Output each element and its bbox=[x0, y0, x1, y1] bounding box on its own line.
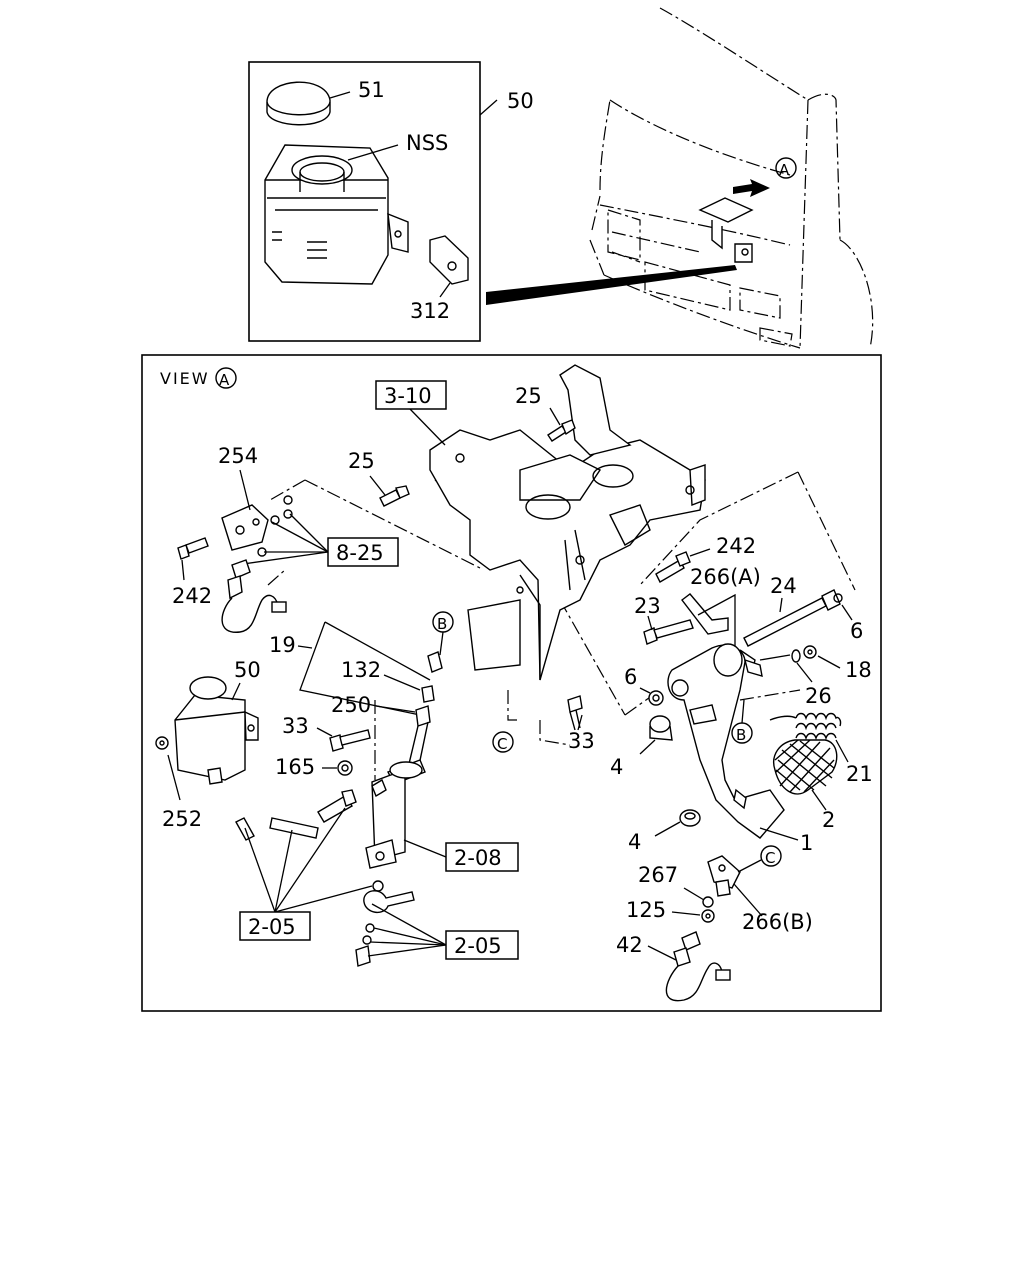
truck-view-marker: A bbox=[779, 161, 790, 179]
reservoir-cap bbox=[266, 81, 331, 126]
bolt-25-top bbox=[547, 419, 576, 442]
ref-2-08: 2-08 bbox=[454, 846, 502, 870]
marker-b-top: B bbox=[437, 615, 447, 633]
label-26: 26 bbox=[805, 684, 832, 708]
marker-c-left: C bbox=[497, 735, 507, 753]
label-42: 42 bbox=[616, 933, 643, 957]
label-312: 312 bbox=[410, 299, 450, 323]
reservoir-body bbox=[264, 144, 409, 285]
label-242-top: 242 bbox=[716, 534, 756, 558]
bolt-242-left bbox=[177, 537, 209, 560]
ref-2-05-left: 2-05 bbox=[248, 915, 296, 939]
hose-assembly bbox=[235, 789, 357, 841]
view-marker: A bbox=[219, 371, 230, 389]
circle-b-top: B bbox=[432, 611, 454, 656]
label-33-mid: 33 bbox=[568, 729, 595, 753]
ref-box-2-08: 2-08 bbox=[403, 839, 519, 872]
washer-267 bbox=[702, 896, 714, 908]
label-266b: 266(B) bbox=[742, 910, 813, 934]
ref-8-25: 8-25 bbox=[336, 541, 384, 565]
label-2: 2 bbox=[822, 808, 835, 832]
spring-21 bbox=[769, 712, 842, 741]
nut-18 bbox=[803, 645, 817, 659]
bracket-266a bbox=[681, 593, 736, 650]
label-254: 254 bbox=[218, 444, 258, 468]
label-252: 252 bbox=[162, 807, 202, 831]
sensor-42 bbox=[665, 931, 731, 1002]
nut-165 bbox=[337, 760, 353, 776]
ref-box-8-25: 8-25 bbox=[235, 513, 399, 567]
bolt-33-left bbox=[329, 729, 371, 752]
label-266a: 266(A) bbox=[690, 565, 761, 589]
group-19: 19 132 250 bbox=[269, 621, 431, 717]
label-18: 18 bbox=[845, 658, 872, 682]
pin-24 bbox=[743, 589, 843, 647]
view-a-frame bbox=[141, 354, 882, 1012]
view-arrow bbox=[733, 179, 770, 197]
label-165: 165 bbox=[275, 755, 315, 779]
ref-box-2-05-right: 2-05 bbox=[367, 903, 519, 960]
circle-c-right: C bbox=[737, 845, 782, 873]
label-250: 250 bbox=[331, 693, 371, 717]
label-6-mid: 6 bbox=[624, 665, 637, 689]
ref-2-05-right: 2-05 bbox=[454, 934, 502, 958]
label-4-low: 4 bbox=[628, 830, 641, 854]
truck-cab: A bbox=[589, 7, 874, 349]
washer-6-mid bbox=[648, 690, 664, 706]
label-33-left: 33 bbox=[282, 714, 309, 738]
switch-254 bbox=[221, 495, 293, 557]
marker-c-right: C bbox=[765, 849, 775, 867]
washer-252 bbox=[155, 736, 169, 750]
label-132: 132 bbox=[341, 658, 381, 682]
label-125: 125 bbox=[626, 898, 666, 922]
stopper-4-low bbox=[679, 809, 701, 827]
master-cylinder bbox=[365, 651, 443, 869]
label-1: 1 bbox=[800, 831, 813, 855]
bracket-312 bbox=[429, 235, 469, 285]
pedal-bracket bbox=[429, 364, 706, 681]
label-nss: NSS bbox=[406, 131, 448, 155]
reservoir-inset: 51 NSS 312 50 bbox=[248, 61, 534, 342]
bracket-266b bbox=[707, 855, 741, 897]
pedal-pad bbox=[773, 739, 838, 795]
label-25-mid: 25 bbox=[348, 449, 375, 473]
clutch-pedal bbox=[667, 643, 785, 839]
circle-b-right: B bbox=[731, 699, 753, 744]
label-50-inset: 50 bbox=[507, 89, 534, 113]
clip-26 bbox=[791, 649, 801, 663]
circle-c-left: C bbox=[492, 731, 514, 753]
label-6-right: 6 bbox=[850, 619, 863, 643]
view-title: VIEW bbox=[160, 369, 210, 388]
ref-3-10: 3-10 bbox=[384, 384, 432, 408]
label-242-left: 242 bbox=[172, 584, 212, 608]
bolt-25-mid bbox=[379, 485, 410, 507]
label-19: 19 bbox=[269, 633, 296, 657]
marker-b-right: B bbox=[736, 726, 746, 744]
label-51: 51 bbox=[358, 78, 385, 102]
label-24: 24 bbox=[770, 574, 797, 598]
ref-box-2-05-left: 2-05 bbox=[239, 807, 373, 941]
label-21: 21 bbox=[846, 762, 873, 786]
label-4-mid: 4 bbox=[610, 755, 623, 779]
bolt-23 bbox=[643, 619, 694, 645]
label-23: 23 bbox=[634, 594, 661, 618]
stopper-4-mid bbox=[649, 715, 673, 741]
label-50-view: 50 bbox=[234, 658, 261, 682]
label-25-top: 25 bbox=[515, 384, 542, 408]
label-267: 267 bbox=[638, 863, 678, 887]
inset-pointer bbox=[486, 265, 737, 305]
reservoir-view bbox=[174, 676, 259, 785]
ref-box-3-10: 3-10 bbox=[375, 380, 447, 446]
bolt-242-top bbox=[655, 551, 691, 583]
nut-125 bbox=[701, 909, 715, 923]
sensor-harness-left bbox=[221, 559, 287, 633]
